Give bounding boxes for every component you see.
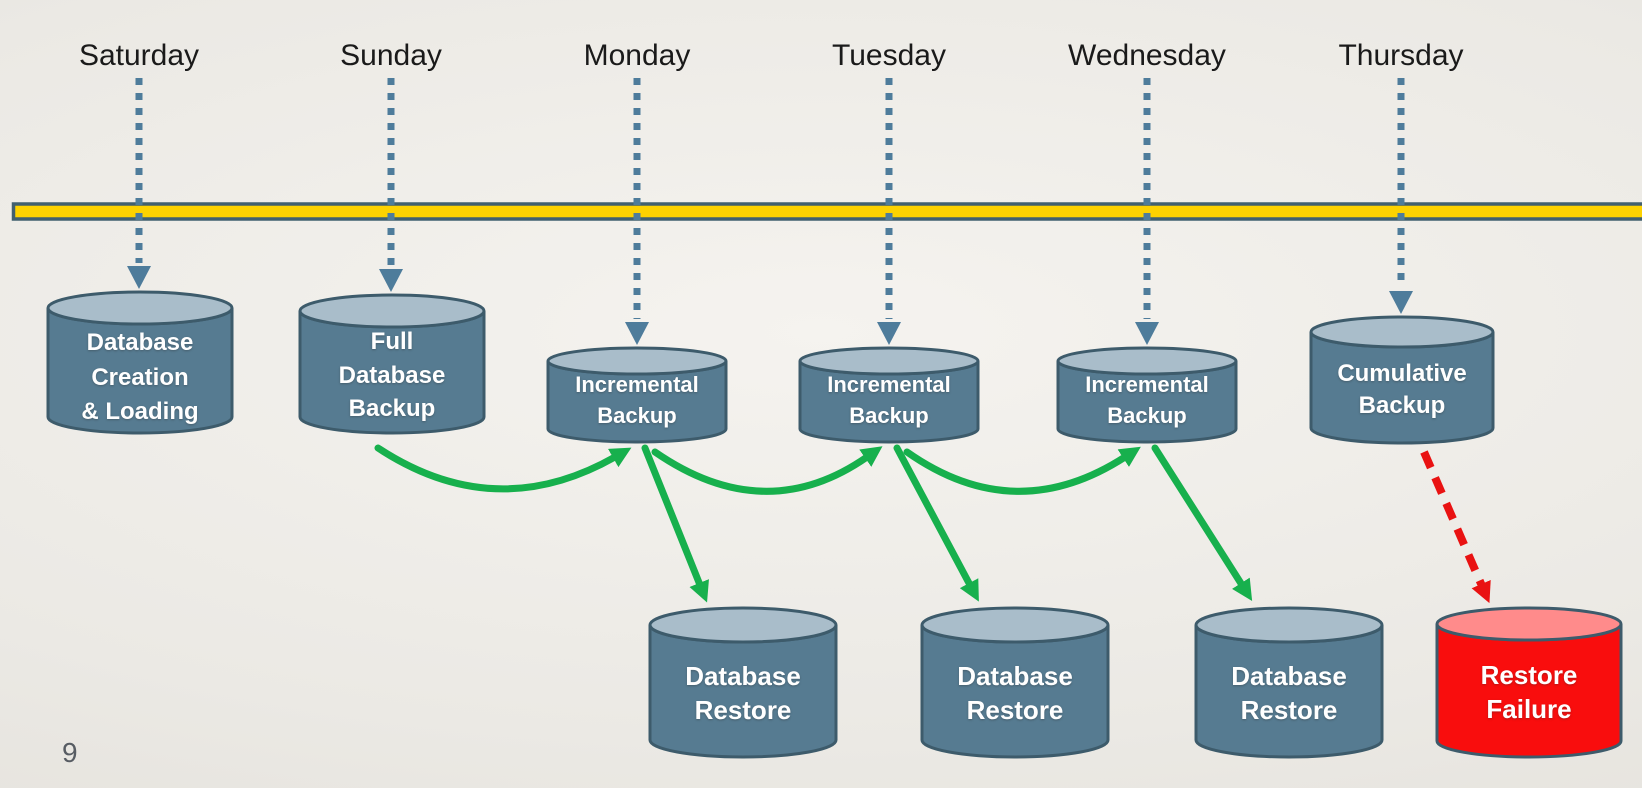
cylinder-top [1056,346,1238,376]
node-label-line: Backup [849,403,928,428]
day-label-monday: Monday [584,39,691,72]
cylinder-body [1309,331,1495,445]
day-arrow-thursday [1389,78,1413,314]
cylinder-top [798,346,980,376]
day-label-saturday: Saturday [79,39,199,72]
day-arrow-wednesday [1135,78,1159,345]
day-label-thursday: Thursday [1338,39,1463,72]
node-label-line: Database [87,329,194,356]
node-label-line: Restore [1241,695,1338,725]
arrowhead-down-icon [379,269,403,292]
cylinder-database-creation: Database Creation & Loading [46,290,234,435]
cylinder-top [1194,606,1384,644]
node-label-line: Restore [1481,660,1578,690]
node-label-line: Full [371,328,414,355]
node-label-line: Database [339,362,446,389]
node-label-line: Restore [967,695,1064,725]
cylinder-top [648,606,838,644]
node-label-line: Incremental [575,372,699,397]
arrowhead-down-icon [877,322,901,345]
arrow-incremental-mon-to-tue [651,446,883,495]
cylinder-top [46,290,234,326]
node-label-line: Incremental [827,372,951,397]
cylinder-cumulative-backup: Cumulative Backup [1309,315,1495,445]
cylinder-body [1435,623,1623,759]
cylinder-incremental-backup-tuesday: Incremental Backup [798,346,980,444]
node-label-line: Cumulative [1337,360,1466,387]
node-label-line: Restore [695,695,792,725]
cylinder-restore-failure: Restore Failure [1435,606,1623,759]
cylinder-body [1194,624,1384,759]
arrow-incremental-tue-to-restore [893,444,979,602]
arrowhead-down-icon [127,266,151,289]
cylinder-full-database-backup: Full Database Backup [298,293,486,435]
node-label-line: Database [685,661,801,691]
arrow-full-to-incremental-mon [374,444,632,493]
cylinder-top [298,293,486,329]
node-label-line: Backup [1359,392,1446,419]
node-label-line: Database [957,661,1073,691]
cylinder-incremental-backup-monday: Incremental Backup [546,346,728,444]
cylinder-database-restore-monday: Database Restore [648,606,838,759]
node-label-line: Failure [1486,694,1571,724]
node-label-line: Backup [597,403,676,428]
day-label-sunday: Sunday [340,39,442,72]
node-label-line: & Loading [81,398,198,425]
day-arrow-saturday [127,78,151,289]
cylinder-database-restore-wednesday: Database Restore [1194,606,1384,759]
day-arrow-tuesday [877,78,901,345]
page-number: 9 [62,737,78,768]
arrow-incremental-tue-to-wed [903,446,1141,495]
cylinder-incremental-backup-wednesday: Incremental Backup [1056,346,1238,444]
cylinder-top [1309,315,1495,349]
day-label-wednesday: Wednesday [1068,39,1226,72]
cylinder-body [648,624,838,759]
arrowhead-down-icon [1389,291,1413,314]
arrow-cumulative-to-failure [1420,450,1491,604]
timeline-bar [11,202,1642,221]
node-label-line: Backup [1107,403,1186,428]
arrow-incremental-wed-to-restore [1151,444,1253,601]
cylinder-top [1435,606,1623,642]
cylinder-body [920,624,1110,759]
arrowhead-down-icon [625,322,649,345]
cylinder-database-restore-tuesday: Database Restore [920,606,1110,759]
node-label-line: Incremental [1085,372,1209,397]
node-label-line: Database [1231,661,1347,691]
day-arrow-sunday [379,78,403,292]
node-label-line: Backup [349,395,436,422]
cylinder-top [920,606,1110,644]
arrowhead-down-icon [1135,322,1159,345]
cylinder-top [546,346,728,376]
arrow-incremental-mon-to-restore [641,444,709,603]
node-label-line: Creation [91,364,188,391]
day-arrow-monday [625,78,649,345]
day-label-tuesday: Tuesday [832,39,946,72]
